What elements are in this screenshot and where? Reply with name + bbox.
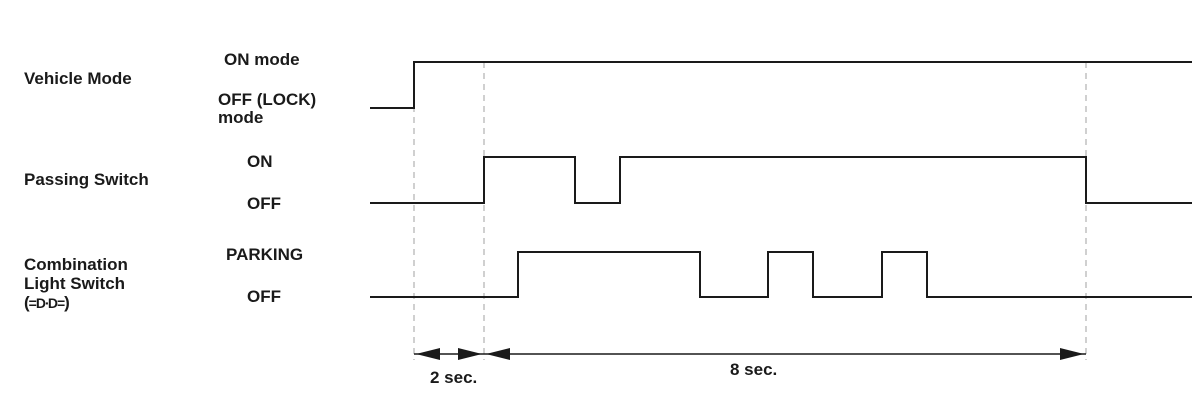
state-label-off-lock-line1: OFF (LOCK) bbox=[218, 90, 317, 109]
waveform-passing-switch bbox=[370, 156, 1192, 204]
waveform-vehicle-mode bbox=[370, 61, 1192, 109]
state-label-combination-off: OFF bbox=[247, 287, 281, 306]
interval-2sec-arrow-right bbox=[458, 348, 482, 360]
interval-8sec-arrow-right bbox=[1060, 348, 1084, 360]
state-label-passing-off: OFF bbox=[247, 194, 281, 213]
signal-name-combination-line1: Combination bbox=[24, 255, 128, 274]
state-label-parking: PARKING bbox=[226, 245, 304, 264]
state-label-on-mode: ON mode bbox=[224, 50, 300, 69]
waveform-combination-light-switch bbox=[370, 251, 1192, 298]
state-label-off-lock-line2: mode bbox=[218, 108, 264, 127]
signal-name-passing-switch: Passing Switch bbox=[24, 170, 149, 189]
interval-label-8sec: 8 sec. bbox=[730, 360, 778, 379]
signal-name-combination-line2: Light Switch bbox=[24, 274, 126, 293]
interval-8sec-arrow-left bbox=[486, 348, 510, 360]
state-label-passing-on: ON bbox=[247, 152, 273, 171]
interval-2sec-arrow-left bbox=[416, 348, 440, 360]
headlight-icon: (=D∙D=) bbox=[24, 293, 70, 312]
interval-label-2sec: 2 sec. bbox=[430, 368, 478, 387]
signal-name-vehicle-mode: Vehicle Mode bbox=[24, 69, 132, 88]
headlight-symbol: =D∙D= bbox=[28, 295, 65, 311]
